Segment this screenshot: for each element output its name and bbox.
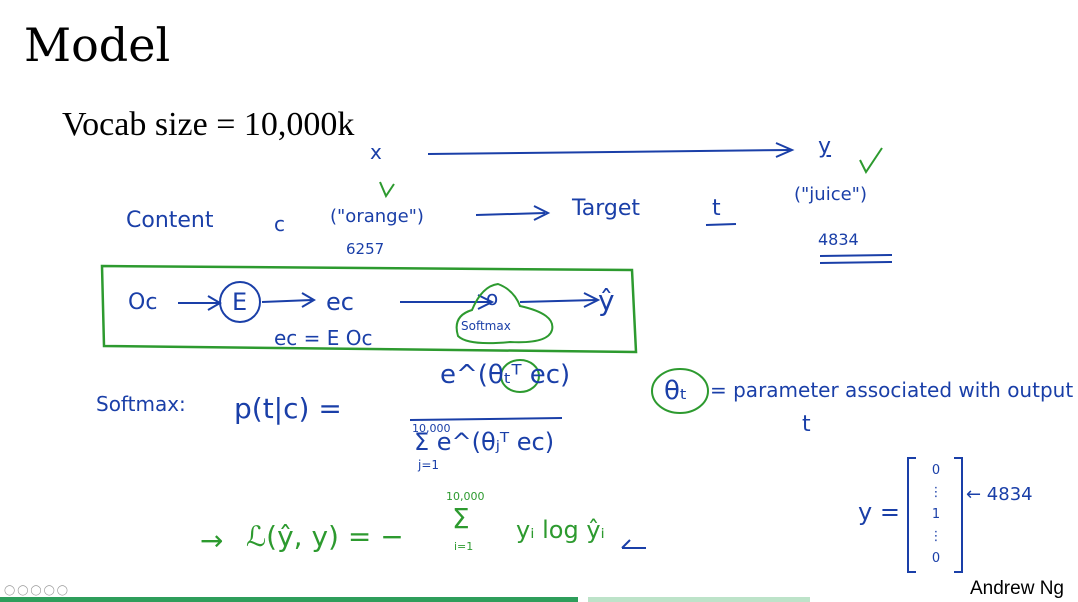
t-label: t (712, 196, 721, 221)
vocab-size-text: Vocab size = 10,000k (62, 106, 355, 143)
y-vector-pointer: ← 4834 (966, 484, 1033, 505)
y-entry: 0 (931, 551, 941, 566)
loss-sum: Σ (452, 502, 470, 535)
slide-title: Model (24, 18, 171, 72)
loss-sum-bottom: i=1 (454, 540, 474, 553)
theta-description: = parameter associated with output (710, 378, 1074, 402)
one-hot-oc: Oᴄ (128, 290, 158, 315)
loss-arrow: → (200, 524, 224, 557)
embedding-ec: eᴄ (326, 288, 354, 316)
y-hat: ŷ (598, 284, 615, 317)
loss-term: yᵢ log ŷᵢ (516, 516, 605, 544)
ec-equation: eᴄ = E Oᴄ (274, 326, 373, 350)
embedding-matrix-E: E (232, 288, 248, 316)
y-entry: 1 (931, 507, 941, 522)
y-vector-entries: 0 ⋮ 1 ⋮ 0 (928, 460, 944, 570)
softmax-numerator: e^(θₜᵀ eᴄ) (440, 360, 571, 390)
y-entry: ⋮ (929, 485, 943, 500)
progress-bar-played[interactable] (0, 597, 578, 602)
target-word: ("juice") (794, 184, 867, 205)
denominator-sum-top: 10,000 (412, 422, 451, 435)
theta-description-t: t (802, 412, 811, 437)
progress-bar-buffered[interactable] (588, 597, 810, 602)
target-label: Target (572, 196, 641, 221)
target-index: 4834 (818, 230, 859, 249)
y-entry: 0 (931, 463, 941, 478)
c-label: c (274, 212, 285, 236)
loss-sum-top: 10,000 (446, 490, 485, 503)
softmax-label: Softmax: (96, 392, 186, 416)
player-controls[interactable]: ◯◯◯◯◯ (4, 585, 70, 596)
softmax-node: o (486, 286, 499, 310)
context-word: ("orange") (330, 206, 424, 227)
softmax-denominator: Σ e^(θⱼᵀ eᴄ) (414, 428, 555, 456)
author-credit: Andrew Ng (970, 578, 1064, 599)
context-label: Content (126, 208, 214, 233)
probability-expression: p(t|c) = (234, 392, 342, 425)
y-vector-label: y = (858, 498, 900, 526)
softmax-unit-label: Softmax (461, 319, 511, 333)
denominator-sum-bottom: j=1 (418, 458, 440, 472)
y-entry: ⋮ (929, 529, 943, 544)
x-label: x (370, 140, 382, 164)
y-label: y (818, 134, 832, 159)
context-index: 6257 (346, 240, 385, 258)
loss-expression: ℒ(ŷ, y) = − (246, 520, 404, 553)
theta-t-symbol: θₜ (664, 376, 688, 406)
